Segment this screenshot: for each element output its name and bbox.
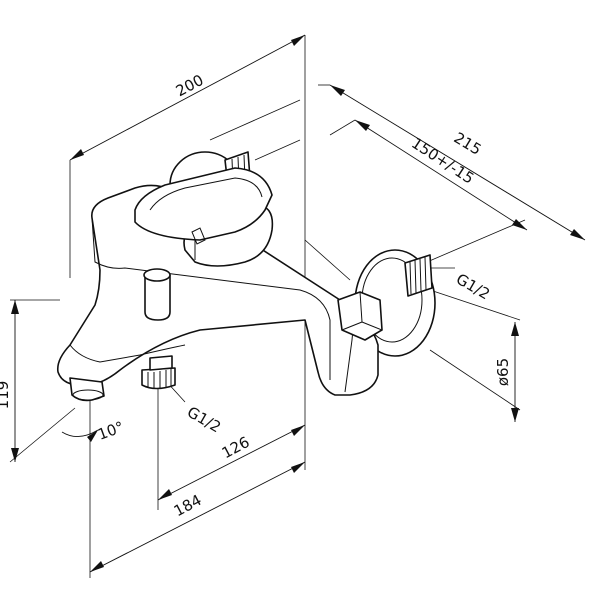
dim-arc-10deg — [61, 429, 99, 437]
label-10deg: 10° — [95, 418, 126, 444]
label-119: 119 — [0, 381, 12, 410]
shower-outlet-thread — [141, 355, 176, 390]
diverter-knob — [143, 268, 171, 321]
label-d65: ø65 — [494, 358, 512, 386]
dimension-lines — [11, 34, 586, 573]
dim-line-126 — [157, 424, 306, 501]
extension-lines — [9, 35, 526, 578]
label-215: 215 — [451, 129, 485, 159]
dim-line-200 — [69, 34, 306, 161]
label-g12-outlet: G1/2 — [184, 403, 224, 436]
hex-nut — [337, 291, 383, 341]
dim-line-215 — [329, 84, 586, 241]
lever-handle — [134, 167, 274, 267]
label-g12-wall: G1/2 — [453, 270, 493, 303]
dim-line-150 — [354, 119, 528, 231]
spout-outlet — [69, 377, 105, 402]
label-126: 126 — [219, 433, 253, 462]
dim-line-184 — [89, 461, 306, 573]
